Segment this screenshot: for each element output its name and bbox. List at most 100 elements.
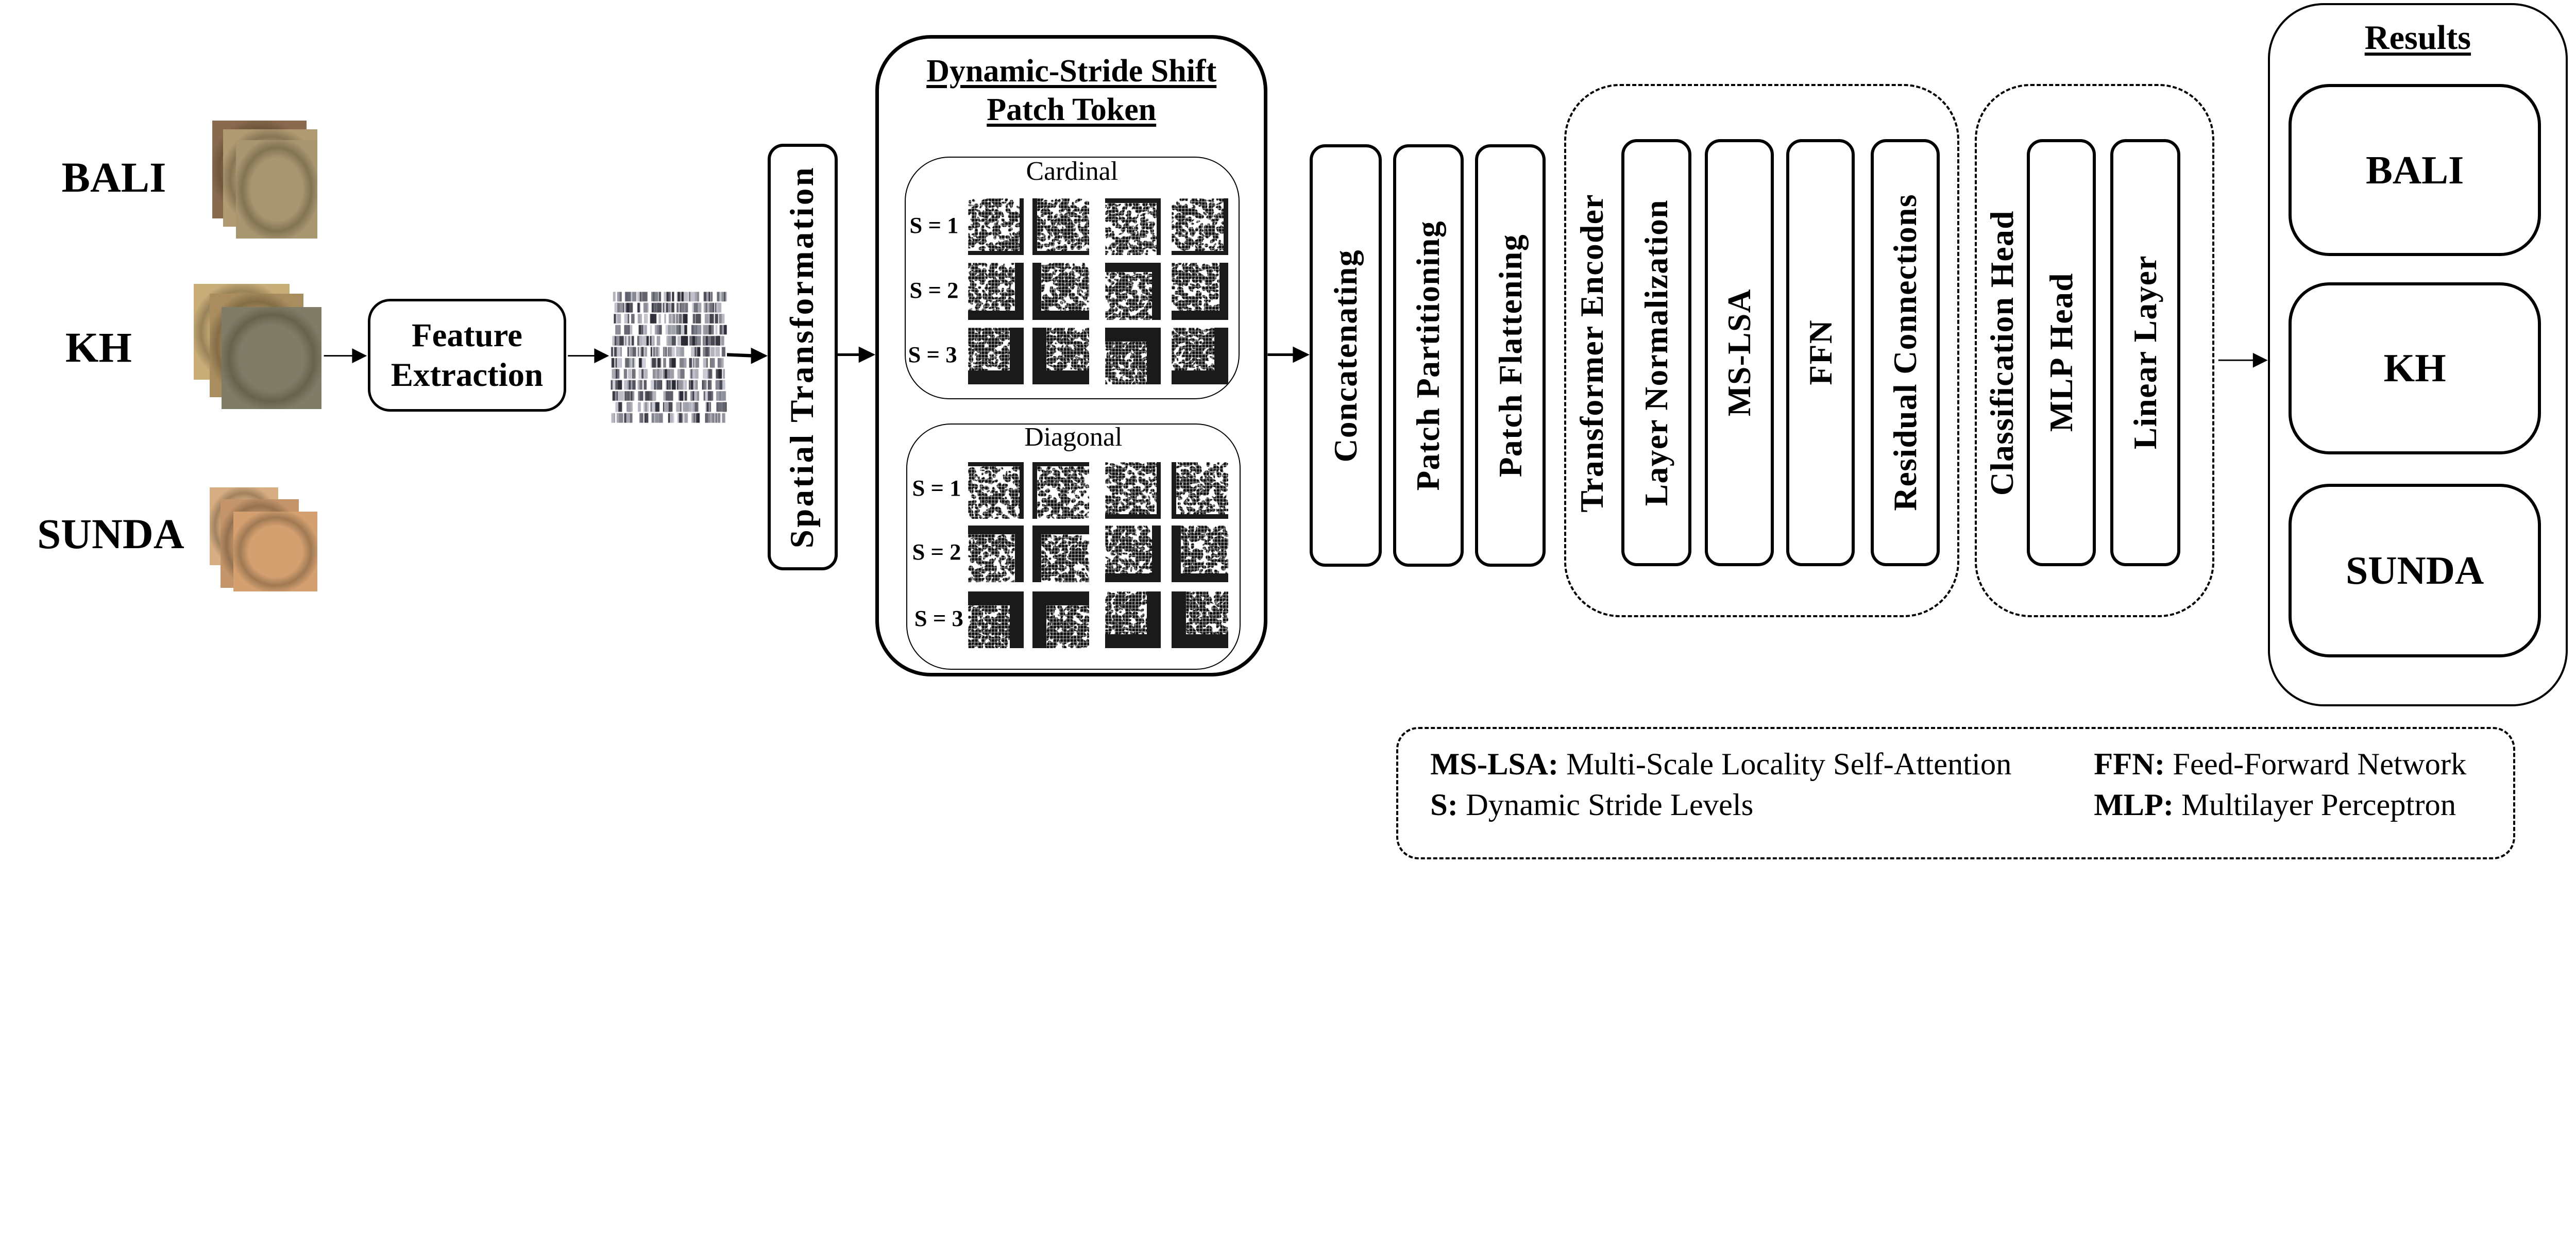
input-label-kh: KH [65,324,132,371]
classification-head-label: Classification Head [1983,210,2020,496]
diagonal-patch-token [1105,462,1161,519]
concatenating-box: Concatenating [1309,144,1382,567]
legend-item-mlp: MLP: Multilayer Perceptron [2094,787,2456,823]
mlp-head-box: MLP Head [2026,139,2096,566]
diagonal-label: Diagonal [1024,422,1123,452]
diagonal-stride-label: S = 1 [912,475,961,501]
dsspt-title: Dynamic-Stride Shift Patch Token [875,52,1267,129]
diagonal-patch-token [1172,526,1228,583]
legend-box [1396,726,2515,860]
legend-text: Feed-Forward Network [2173,747,2467,782]
arrowhead-icon [594,348,609,364]
cardinal-patch-token [1032,198,1089,256]
patch-token-image [1172,198,1224,251]
ms-lsa-box: MS-LSA [1704,139,1774,566]
connector-arrows [324,346,2268,368]
patch-token-image [1105,526,1153,574]
ms-lsa-label: MS-LSA [1720,288,1757,417]
arrowhead-icon [352,348,367,364]
diagonal-shift-group [906,423,1241,670]
patch-token-image [1037,466,1089,519]
result-class-kh: KH [2289,282,2541,454]
transformer-encoder-title: Transformer Encoder [1573,148,1611,557]
transformer-encoder-label: Transformer Encoder [1573,193,1611,513]
legend-abbr: MS-LSA: [1430,747,1559,782]
patch-token-image [1046,605,1089,648]
diagonal-patch-token [1032,526,1089,583]
diagonal-patch-token [1172,591,1228,648]
legend-item-s: S: Dynamic Stride Levels [1430,787,1753,823]
feature-extraction-line2: Extraction [391,356,544,394]
patch-token-image [1037,198,1089,251]
dsspt-title-line2: Patch Token [987,92,1157,127]
patch-flattening-box: Patch Flattening [1475,144,1546,567]
patch-token-image [968,198,1020,251]
residual-connections-box: Residual Connections [1871,139,1940,566]
spatial-transformation-label: Spatial Transformation [784,165,821,549]
legend-item-ms-lsa: MS-LSA: Multi-Scale Locality Self-Attent… [1430,747,2011,783]
arrowhead-icon [751,347,768,364]
patch-token-image [1180,526,1228,574]
legend-text: Dynamic Stride Levels [1466,788,1754,823]
diagonal-patch-token [968,591,1024,648]
input-label-bali: BALI [61,153,166,201]
layer-normalization-box: Layer Normalization [1621,139,1691,566]
cardinal-patch-token [1172,263,1228,320]
ffn-box: FFN [1786,139,1855,566]
cardinal-patch-token [1172,327,1228,385]
spatial-transformation-box: Spatial Transformation [768,143,838,570]
patch-token-image [1046,327,1089,370]
patch-token-image [1105,462,1157,515]
diagonal-patch-token [1105,526,1161,583]
feature-extraction-line1: Feature [412,317,522,354]
feature-extraction-box: Feature Extraction [367,299,567,412]
patch-token-image [1105,342,1147,385]
legend-item-ffn: FFN: Feed-Forward Network [2094,747,2466,783]
patch-token-image [968,605,1010,648]
diagonal-patch-token [968,462,1024,519]
legend-text: Multilayer Perceptron [2181,788,2456,823]
patch-token-image [1041,263,1089,311]
cardinal-patch-token [1032,263,1089,320]
legend-text: Multi-Scale Locality Self-Attention [1566,747,2012,782]
residual-connections-label: Residual Connections [1887,194,1924,511]
diagonal-patch-token [1032,462,1089,519]
cardinal-patch-token [968,263,1024,320]
diagonal-stride-label: S = 2 [912,539,961,565]
patch-token-image [968,327,1010,370]
input-label-sunda: SUNDA [37,510,184,558]
cardinal-patch-token [1105,198,1161,256]
result-class-label: KH [2383,346,2446,391]
feature-maps-image [609,291,727,423]
legend-abbr: MLP: [2094,788,2174,823]
mlp-head-label: MLP Head [2042,273,2079,432]
patch-token-image [1105,202,1157,256]
diagonal-patch-token [1105,591,1161,648]
arrowhead-icon [1293,346,1310,363]
patch-token-image [1105,272,1153,320]
patch-token-image [1172,263,1219,311]
cardinal-patch-token [968,198,1024,256]
result-class-label: SUNDA [2346,548,2484,592]
cardinal-patch-token [1105,263,1161,320]
cardinal-patch-token [1032,327,1089,385]
patch-token-image [1176,462,1228,515]
layer-normalization-label: Layer Normalization [1638,199,1675,506]
diagonal-patch-token [1172,462,1228,519]
patch-token-image [1041,534,1089,583]
classification-head-title: Classification Head [1983,148,2020,557]
cardinal-stride-label: S = 3 [908,341,957,367]
patch-token-image [1105,591,1147,634]
linear-layer-box: Linear Layer [2110,139,2180,566]
ffn-label: FFN [1802,319,1839,385]
cardinal-label: Cardinal [1026,156,1118,186]
arrowhead-icon [2252,352,2268,368]
diagonal-patch-token [1032,591,1089,648]
cardinal-patch-token [968,327,1024,385]
bali-sample-image [235,140,318,239]
diagonal-stride-label: S = 3 [914,605,963,631]
result-class-bali: BALI [2289,83,2541,257]
patch-token-image [968,263,1015,311]
patch-partitioning-box: Patch Partitioning [1393,144,1464,567]
classification-head-group [1974,83,2214,618]
